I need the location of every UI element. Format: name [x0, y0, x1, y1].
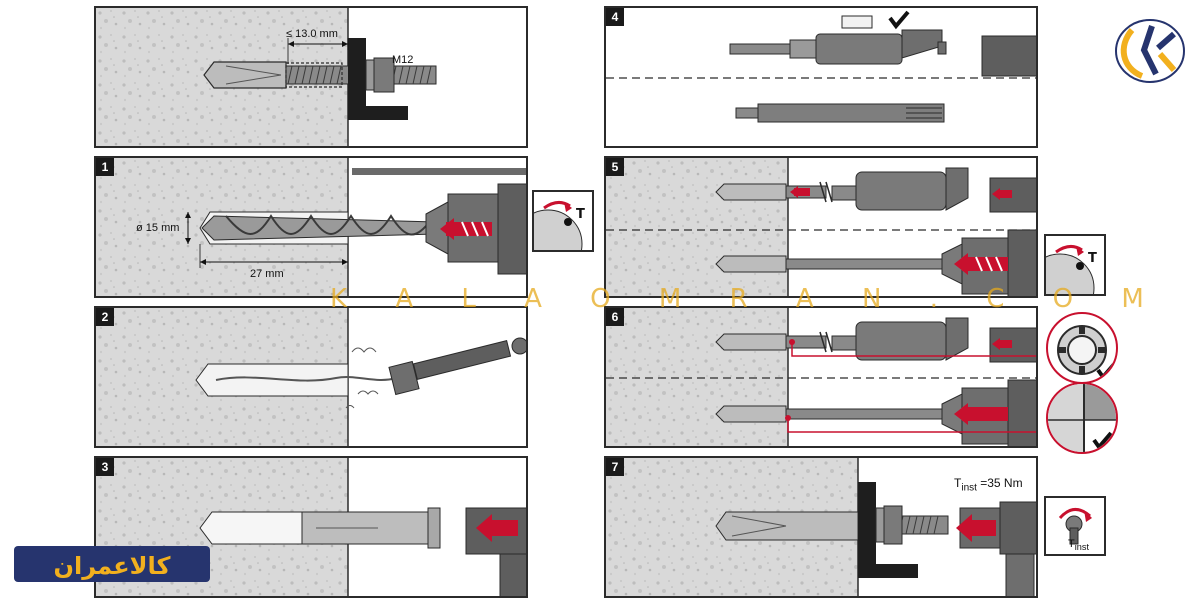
torque-number: =35 Nm: [976, 476, 1023, 490]
check-icon: [888, 10, 910, 30]
inset-torque-label: Tinst: [1068, 538, 1089, 552]
panel-step-5-set: 5: [604, 156, 1038, 298]
marking-check-inset: [1046, 312, 1118, 384]
check-icon: [1092, 431, 1113, 451]
watermark-text: K A L A O M R A N . C O M: [330, 284, 1164, 314]
marking-ring-icon: [1057, 325, 1116, 381]
step-number-badge: 6: [606, 308, 624, 326]
torque-wrench-icon: [1058, 508, 1092, 545]
step-number-badge: 1: [96, 158, 114, 176]
torque-wrench-inset: Tinst: [1044, 496, 1106, 556]
drilling-illustration: [96, 158, 526, 296]
hole-diameter-label: ø 15 mm: [136, 222, 180, 234]
panel-setting-detail: ≤ 13.0 mm M12: [94, 6, 528, 148]
panel-step-1-drill: 1 ø 15 mm 27 mm: [94, 156, 528, 298]
flush-check-inset: [1046, 382, 1118, 454]
hammer-mode-inset: T: [532, 190, 594, 252]
torque-subscript: inst: [961, 482, 977, 494]
logo-text: کالاعمران: [54, 552, 171, 580]
push-arrow-icon: [476, 514, 518, 542]
kalaomran-logo: کالاعمران: [14, 540, 210, 586]
brand-emblem: [1112, 16, 1188, 86]
flush-detail-icon: [1048, 384, 1116, 452]
step-number-badge: 5: [606, 158, 624, 176]
torque-symbol: T: [954, 476, 962, 490]
blow-out-illustration: [96, 308, 526, 446]
push-arrow-icon: [956, 514, 996, 542]
panel-step-2-clean: 2: [94, 306, 528, 448]
setting-illustration: [606, 158, 1036, 296]
hole-depth-label: 27 mm: [250, 268, 284, 280]
panel-step-4-tool: 4: [604, 6, 1038, 148]
panel-step-6-check: 6: [604, 306, 1038, 448]
setting-detail-illustration: [96, 8, 437, 146]
inset-torque-subscript: inst: [1074, 542, 1089, 553]
check-icon: [1096, 361, 1116, 381]
torque-value-label: Tinst =35 Nm: [954, 476, 1023, 493]
torque-illustration: [606, 458, 1036, 596]
thread-size-label: M12: [392, 54, 414, 66]
hammer-mode-icon: T: [534, 201, 585, 250]
inset-torque-symbol: T: [1068, 538, 1075, 550]
svg-text:T: T: [576, 207, 585, 222]
step-number-badge: 7: [606, 458, 624, 476]
brand-logo-icon: کالاعمران: [14, 546, 210, 582]
gap-dimension-label: ≤ 13.0 mm: [286, 28, 338, 40]
panel-step-7-torque: 7 Tinst =35 Nm: [604, 456, 1038, 598]
setting-tool-illustration: [606, 10, 1036, 123]
push-arrow-icon: [440, 218, 492, 240]
svg-text:T: T: [1088, 251, 1097, 266]
step-number-badge: 4: [606, 8, 624, 26]
check-setting-illustration: [606, 308, 1036, 446]
hammer-mode-inset: T: [1044, 234, 1106, 296]
hammer-mode-icon: T: [1046, 245, 1097, 294]
step-number-badge: 3: [96, 458, 114, 476]
step-number-badge: 2: [96, 308, 114, 326]
emblem-icon: [1115, 19, 1185, 83]
